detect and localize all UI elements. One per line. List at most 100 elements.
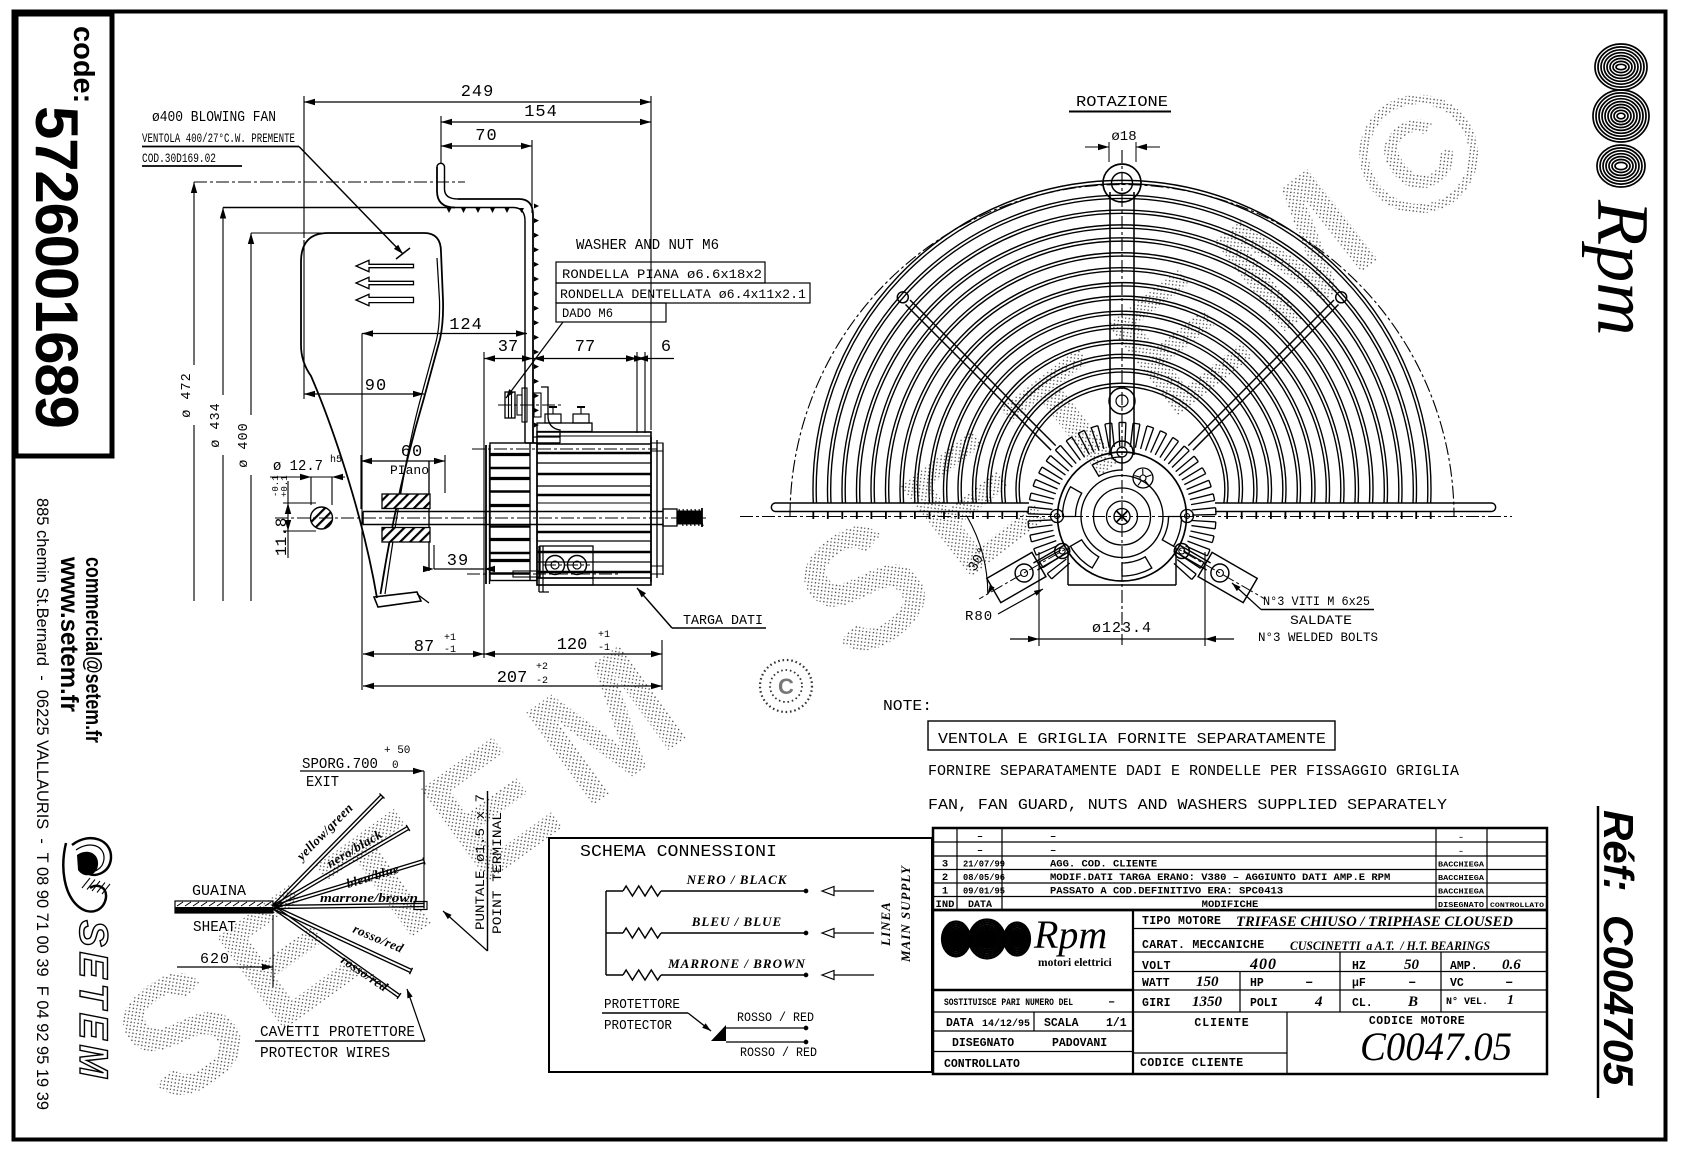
svg-text:SCALA: SCALA bbox=[1044, 1017, 1079, 1030]
svg-text:VC: VC bbox=[1450, 977, 1464, 990]
svg-text:CONTROLLATO: CONTROLLATO bbox=[944, 1058, 1020, 1071]
svg-text:2: 2 bbox=[942, 872, 948, 884]
svg-text:TARGA DATI: TARGA DATI bbox=[683, 613, 763, 629]
svg-text:motori elettrici: motori elettrici bbox=[1038, 957, 1113, 969]
svg-text:PADOVANI: PADOVANI bbox=[1052, 1037, 1107, 1050]
svg-text:-0.1: -0.1 bbox=[271, 475, 281, 497]
svg-text:–: – bbox=[1050, 831, 1056, 843]
svg-text:code:: code: bbox=[67, 26, 99, 103]
svg-text:BLEU / BLUE: BLEU / BLUE bbox=[691, 914, 782, 929]
svg-text:39: 39 bbox=[447, 552, 469, 571]
svg-text:www.setem.fr: www.setem.fr bbox=[55, 556, 83, 712]
svg-text:885 chemin St.Bernard - 0622: 885 chemin St.Bernard - 06225 VALLAURIS … bbox=[33, 498, 52, 1110]
svg-text:WASHER AND NUT M6: WASHER AND NUT M6 bbox=[576, 237, 719, 254]
svg-text:–: – bbox=[1408, 975, 1416, 991]
svg-text:AGG. COD. CLIENTE: AGG. COD. CLIENTE bbox=[1050, 859, 1157, 871]
svg-text:DISEGNATO: DISEGNATO bbox=[1438, 902, 1485, 910]
svg-text:–: – bbox=[1305, 975, 1313, 991]
svg-text:11.8: 11.8 bbox=[273, 518, 291, 556]
svg-text:PASSATO A COD.DEFINITIVO ERA:: PASSATO A COD.DEFINITIVO ERA: SPC0413 bbox=[1050, 886, 1283, 898]
svg-text:CL.: CL. bbox=[1352, 997, 1373, 1010]
svg-text:ø 434: ø 434 bbox=[209, 402, 224, 448]
svg-text:+2: +2 bbox=[536, 662, 548, 673]
svg-text:50: 50 bbox=[1404, 957, 1420, 973]
svg-text:VENTOLA 400/27°C.W. PREMENTE: VENTOLA 400/27°C.W. PREMENTE bbox=[142, 132, 295, 146]
svg-text:TRIFASE CHIUSO / TRIPHASE CLOU: TRIFASE CHIUSO / TRIPHASE CLOUSED bbox=[1236, 914, 1513, 930]
svg-text:400: 400 bbox=[1249, 956, 1277, 973]
svg-text:SETEM: SETEM bbox=[71, 920, 115, 1083]
svg-text:Réf: C004705: Réf: C004705 bbox=[1595, 810, 1642, 1086]
svg-text:LINEA: LINEA bbox=[878, 901, 893, 947]
svg-text:–: – bbox=[1459, 848, 1464, 856]
svg-text:PROTECTOR WIRES: PROTECTOR WIRES bbox=[260, 1045, 390, 1062]
svg-text:124: 124 bbox=[449, 316, 483, 335]
svg-text:BACCHIEGA: BACCHIEGA bbox=[1438, 862, 1485, 870]
svg-text:14/12/95: 14/12/95 bbox=[982, 1018, 1030, 1030]
svg-text:marrone/brown: marrone/brown bbox=[320, 890, 418, 905]
svg-text:TIPO MOTORE: TIPO MOTORE bbox=[1142, 915, 1221, 928]
svg-text:MAIN SUPPLY: MAIN SUPPLY bbox=[898, 865, 913, 963]
svg-text:POLI: POLI bbox=[1250, 997, 1278, 1010]
svg-text:09/01/95: 09/01/95 bbox=[963, 887, 1005, 897]
svg-text:–: – bbox=[977, 832, 983, 843]
svg-text:–: – bbox=[977, 846, 983, 857]
svg-text:GUAINA: GUAINA bbox=[192, 883, 246, 900]
svg-text:IND: IND bbox=[936, 899, 955, 911]
svg-text:3: 3 bbox=[942, 859, 948, 871]
svg-text:SHEAT: SHEAT bbox=[193, 919, 236, 936]
svg-text:B: B bbox=[1407, 994, 1418, 1010]
svg-text:90: 90 bbox=[365, 377, 387, 396]
svg-text:249: 249 bbox=[461, 83, 495, 102]
svg-text:ROSSO / RED: ROSSO / RED bbox=[737, 1010, 814, 1025]
svg-text:+0.1: +0.1 bbox=[280, 475, 290, 497]
svg-text:COD.30D169.02: COD.30D169.02 bbox=[142, 152, 216, 166]
svg-text:SALDATE: SALDATE bbox=[1290, 613, 1352, 628]
svg-text:CODICE CLIENTE: CODICE CLIENTE bbox=[1140, 1057, 1244, 1070]
svg-text:+1: +1 bbox=[444, 633, 456, 644]
svg-text:37: 37 bbox=[498, 338, 518, 357]
svg-text:0: 0 bbox=[392, 760, 399, 772]
svg-text:MODIFICHE: MODIFICHE bbox=[1202, 899, 1259, 911]
svg-text:SCHEMA CONNESSIONI: SCHEMA CONNESSIONI bbox=[580, 843, 777, 862]
svg-text:PROTETTORE: PROTETTORE bbox=[604, 997, 680, 1013]
svg-text:CLIENTE: CLIENTE bbox=[1194, 1017, 1249, 1030]
svg-text:1/1: 1/1 bbox=[1106, 1017, 1127, 1030]
svg-text:HP: HP bbox=[1250, 977, 1264, 990]
svg-text:CARAT. MECCANICHE: CARAT. MECCANICHE bbox=[1142, 939, 1264, 952]
svg-text:ROTAZIONE: ROTAZIONE bbox=[1076, 94, 1168, 111]
svg-text:SOSTITUISCE PARI NUMERO DEL: SOSTITUISCE PARI NUMERO DEL bbox=[944, 997, 1073, 1009]
svg-text:–: – bbox=[1108, 995, 1115, 1009]
svg-text:-1: -1 bbox=[444, 645, 456, 656]
svg-text:FAN, FAN GUARD, NUTS AND WASHE: FAN, FAN GUARD, NUTS AND WASHERS SUPPLIE… bbox=[928, 798, 1447, 814]
svg-text:DATA: DATA bbox=[968, 900, 992, 911]
svg-text:ø18: ø18 bbox=[1111, 129, 1136, 145]
svg-text:RONDELLA DENTELLATA ø6.4x11x2.: RONDELLA DENTELLATA ø6.4x11x2.1 bbox=[560, 288, 806, 302]
svg-text:+ 50: + 50 bbox=[384, 745, 410, 757]
svg-text:ø 12.7: ø 12.7 bbox=[273, 458, 323, 475]
svg-text:NOTE:: NOTE: bbox=[883, 698, 932, 715]
svg-text:5726001689: 5726001689 bbox=[23, 106, 90, 428]
svg-text:BACCHIEGA: BACCHIEGA bbox=[1438, 875, 1485, 883]
svg-text:–: – bbox=[1050, 845, 1056, 857]
svg-text:POINT TERMINAL: POINT TERMINAL bbox=[490, 812, 505, 934]
svg-text:SPORG.700: SPORG.700 bbox=[302, 756, 378, 773]
svg-text:154: 154 bbox=[524, 103, 558, 122]
svg-text:1: 1 bbox=[1507, 993, 1514, 1008]
svg-text:AMP.: AMP. bbox=[1450, 960, 1478, 973]
svg-text:µF: µF bbox=[1352, 977, 1366, 990]
svg-text:PROTECTOR: PROTECTOR bbox=[604, 1018, 673, 1034]
svg-text:N°3 WELDED BOLTS: N°3 WELDED BOLTS bbox=[1258, 630, 1378, 645]
svg-text:–: – bbox=[1505, 975, 1513, 991]
svg-text:CUSCINETTI a A.T. / H.T. BEA: CUSCINETTI a A.T. / H.T. BEARINGS bbox=[1290, 938, 1490, 953]
svg-text:70: 70 bbox=[475, 127, 497, 146]
svg-text:21/07/99: 21/07/99 bbox=[963, 860, 1005, 870]
svg-text:PUNTALE ø1.5 x 7: PUNTALE ø1.5 x 7 bbox=[473, 794, 488, 930]
svg-text:WATT: WATT bbox=[1142, 977, 1170, 990]
svg-text:ø400 BLOWING FAN: ø400 BLOWING FAN bbox=[152, 109, 276, 126]
svg-text:+1: +1 bbox=[598, 630, 610, 641]
svg-text:ROSSO / RED: ROSSO / RED bbox=[740, 1045, 817, 1060]
svg-text:R80: R80 bbox=[965, 609, 993, 625]
svg-text:08/05/96: 08/05/96 bbox=[963, 873, 1005, 883]
svg-text:120: 120 bbox=[557, 636, 588, 655]
svg-text:MODIF.DATI TARGA ERANO: V380 –: MODIF.DATI TARGA ERANO: V380 – AGGIUNTO … bbox=[1050, 872, 1390, 884]
